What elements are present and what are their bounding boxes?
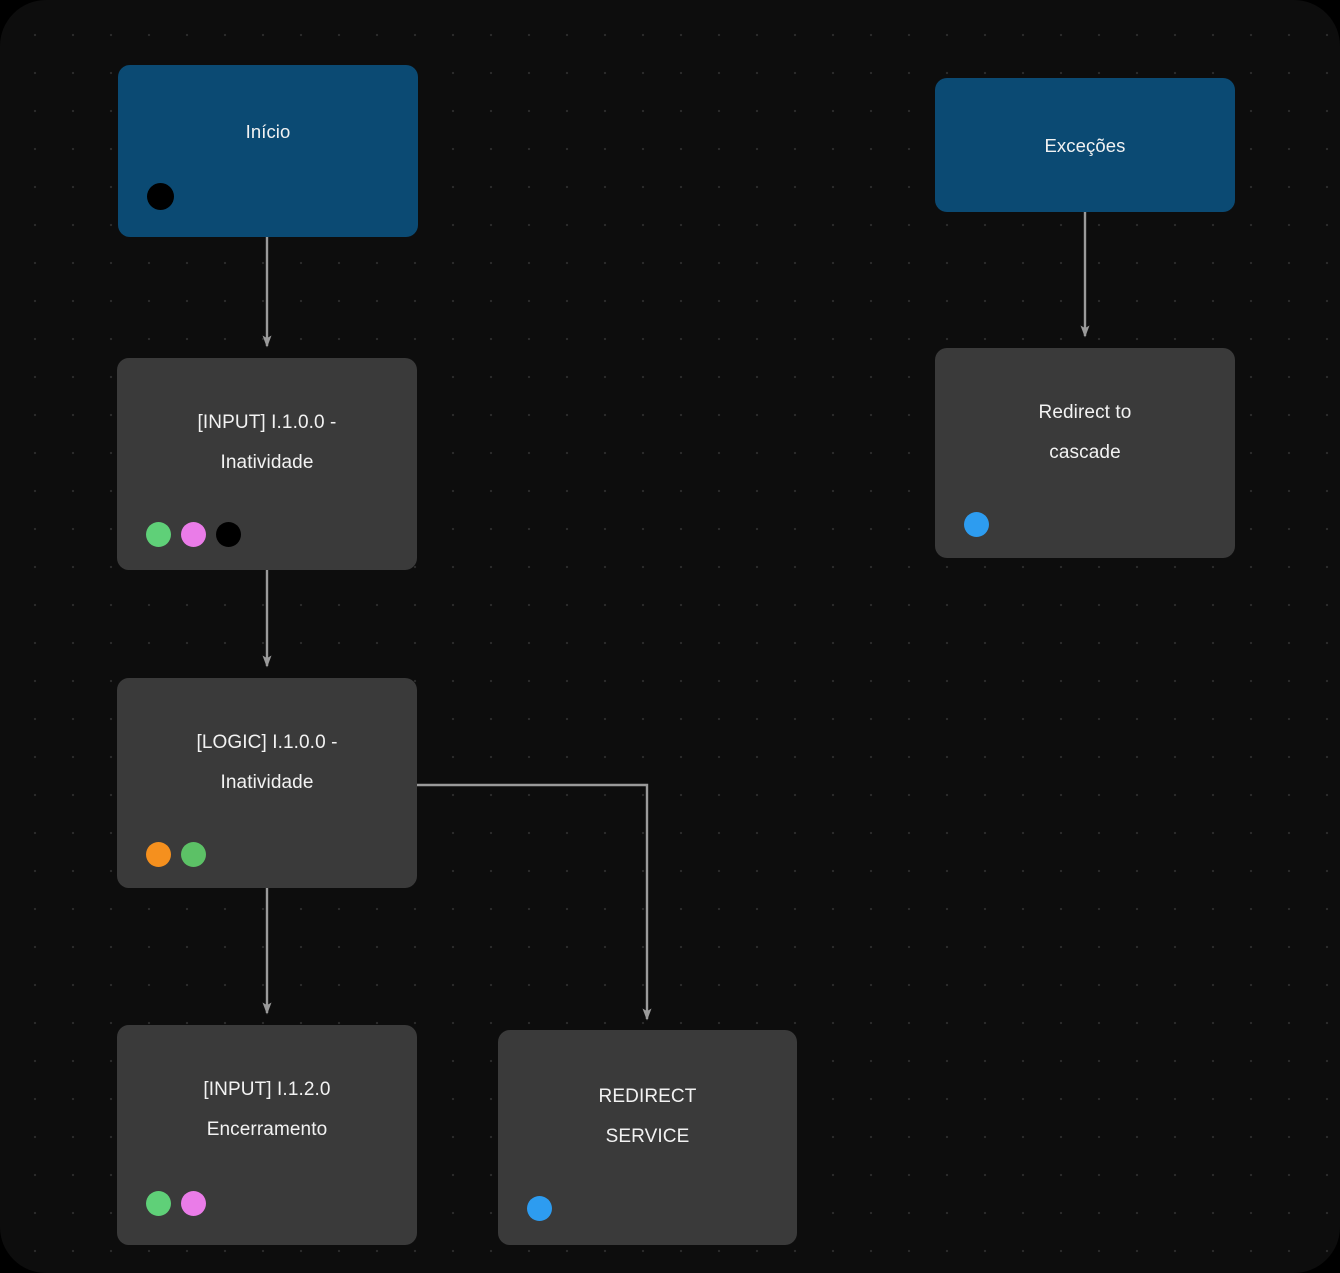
port-magenta[interactable] <box>181 1191 206 1216</box>
node-redirect-to-cascade-label: Redirect to cascade <box>1038 402 1132 463</box>
node-logic-1-1-0-0-ports <box>146 842 206 867</box>
node-redirect-service-ports <box>527 1196 552 1221</box>
node-input-1-1-2-0-label: [INPUT] I.1.2.0 Encerramento <box>203 1079 331 1140</box>
node-logic-1-1-0-0-label: [LOGIC] I.1.0.0 - Inatividade <box>196 732 338 793</box>
node-input-1-1-0-0-label: [INPUT] I.1.0.0 - Inatividade <box>197 412 337 473</box>
port-blue[interactable] <box>964 512 989 537</box>
port-orange[interactable] <box>146 842 171 867</box>
node-redirect-service[interactable]: REDIRECT SERVICE <box>498 1030 797 1245</box>
port-blue[interactable] <box>527 1196 552 1221</box>
port-magenta[interactable] <box>181 522 206 547</box>
edge-logic-to-redirect-service <box>417 783 652 1021</box>
node-input-1-1-2-0-ports <box>146 1191 206 1216</box>
node-input-1-1-0-0-ports <box>146 522 241 547</box>
node-input-1-1-0-0[interactable]: [INPUT] I.1.0.0 - Inatividade <box>117 358 417 570</box>
node-logic-1-1-0-0[interactable]: [LOGIC] I.1.0.0 - Inatividade <box>117 678 417 888</box>
port-green[interactable] <box>146 522 171 547</box>
port-green[interactable] <box>181 842 206 867</box>
node-excecoes-label: Exceções <box>1044 135 1126 156</box>
node-redirect-service-label: REDIRECT SERVICE <box>598 1086 697 1147</box>
node-inicio-ports <box>147 183 174 210</box>
port-black[interactable] <box>216 522 241 547</box>
port-black[interactable] <box>147 183 174 210</box>
node-excecoes[interactable]: Exceções <box>935 78 1235 212</box>
node-inicio-label: Início <box>245 121 291 142</box>
port-green[interactable] <box>146 1191 171 1216</box>
node-input-1-1-2-0[interactable]: [INPUT] I.1.2.0 Encerramento <box>117 1025 417 1245</box>
node-redirect-to-cascade[interactable]: Redirect to cascade <box>935 348 1235 558</box>
node-inicio[interactable]: Início <box>118 65 418 237</box>
node-redirect-to-cascade-ports <box>964 512 989 537</box>
